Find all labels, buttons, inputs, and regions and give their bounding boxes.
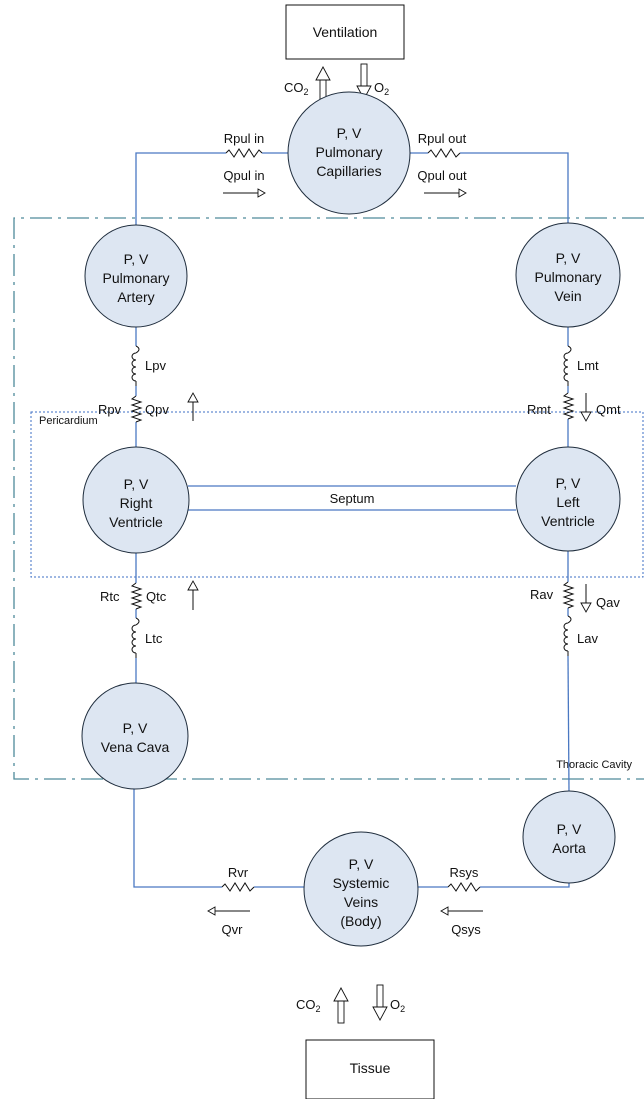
label-qpv: Qpv	[145, 402, 169, 417]
o2-label-bottom: O2	[390, 997, 405, 1014]
arrow-qpv	[187, 392, 199, 421]
thoracic-cavity-boundary	[13, 217, 644, 780]
svg-text:P, V: P, V	[557, 821, 582, 837]
label-qpul-in: Qpul in	[223, 168, 264, 183]
svg-text:Pulmonary: Pulmonary	[535, 269, 602, 285]
label-rvr: Rvr	[228, 865, 249, 880]
node-systemic-veins: P, V Systemic Veins (Body)	[303, 831, 419, 947]
arrow-qtc	[187, 580, 199, 610]
pericardium-boundary	[30, 411, 644, 578]
label-qvr: Qvr	[222, 922, 244, 937]
co2-label-bottom: CO2	[296, 997, 321, 1014]
inductor-lpv	[131, 345, 140, 386]
resistor-rtc	[130, 582, 143, 610]
tissue-label: Tissue	[350, 1060, 391, 1076]
inductor-lmt	[563, 345, 572, 386]
septum-label: Septum	[330, 491, 375, 506]
arrow-co2-bottom	[333, 987, 349, 1024]
resistor-rmt	[562, 392, 575, 420]
label-rav: Rav	[530, 587, 554, 602]
label-lpv: Lpv	[145, 358, 166, 373]
label-rtc: Rtc	[100, 589, 120, 604]
arrow-qpul-in	[223, 188, 266, 198]
arrow-qsys	[440, 906, 483, 916]
svg-text:Aorta: Aorta	[552, 840, 586, 856]
resistor-rvr	[221, 882, 255, 892]
label-qav: Qav	[596, 595, 620, 610]
svg-text:Capillaries: Capillaries	[316, 163, 381, 179]
wire-pa-to-capillaries	[135, 152, 226, 225]
svg-text:Vein: Vein	[554, 288, 581, 304]
svg-text:P, V: P, V	[124, 251, 149, 267]
node-pulmonary-vein: P, V Pulmonary Vein	[515, 222, 621, 328]
svg-text:P, V: P, V	[349, 856, 374, 872]
arrow-qvr	[207, 906, 250, 916]
node-aorta: P, V Aorta	[522, 790, 616, 884]
o2-label-top: O2	[374, 80, 389, 97]
label-ltc: Ltc	[145, 631, 163, 646]
label-rpv: Rpv	[98, 402, 122, 417]
svg-text:Pulmonary: Pulmonary	[103, 270, 170, 286]
label-lav: Lav	[577, 631, 598, 646]
svg-text:Pulmonary: Pulmonary	[316, 144, 383, 160]
wire-lav-to-aorta	[567, 655, 570, 792]
svg-text:Vena Cava: Vena Cava	[101, 739, 170, 755]
pericardium-label: Pericardium	[39, 415, 98, 427]
svg-text:P, V: P, V	[123, 720, 148, 736]
tissue-box	[305, 1039, 435, 1099]
node-vena-cava: P, V Vena Cava	[81, 682, 189, 790]
resistor-rpul-in	[225, 148, 263, 158]
arrow-o2-top	[356, 63, 372, 100]
label-rsys: Rsys	[450, 865, 479, 880]
node-left-ventricle: P, V Left Ventricle	[515, 446, 621, 552]
label-qpul-out: Qpul out	[417, 168, 467, 183]
wire-vc-to-rvr	[133, 789, 222, 888]
label-rmt: Rmt	[527, 402, 551, 417]
node-pulmonary-artery: P, V Pulmonary Artery	[84, 224, 188, 328]
svg-text:Systemic: Systemic	[333, 875, 390, 891]
resistor-rpul-out	[427, 148, 461, 158]
ventilation-label: Ventilation	[313, 24, 378, 40]
svg-text:(Body): (Body)	[340, 913, 381, 929]
resistor-rpv	[130, 395, 143, 423]
arrow-o2-bottom	[372, 984, 388, 1021]
svg-text:P, V: P, V	[556, 475, 581, 491]
label-qmt: Qmt	[596, 402, 621, 417]
node-pulmonary-capillaries: P, V Pulmonary Capillaries	[287, 91, 411, 215]
resistor-rsys	[447, 882, 481, 892]
label-lmt: Lmt	[577, 358, 599, 373]
inductor-lav	[563, 615, 572, 656]
label-qtc: Qtc	[146, 589, 167, 604]
inductor-ltc	[131, 617, 140, 658]
arrow-qav	[580, 584, 592, 613]
wire-aorta-to-rsys	[480, 883, 570, 888]
arrow-qmt	[580, 393, 592, 422]
svg-text:Ventricle: Ventricle	[541, 513, 595, 529]
svg-text:Left: Left	[556, 494, 579, 510]
label-qsys: Qsys	[451, 922, 481, 937]
svg-text:Right: Right	[120, 495, 153, 511]
ventilation-box	[285, 4, 405, 60]
svg-text:Ventricle: Ventricle	[109, 514, 163, 530]
resistor-rav	[562, 581, 575, 609]
svg-text:P, V: P, V	[124, 476, 149, 492]
wire-capillaries-to-pv	[460, 152, 569, 223]
svg-text:P, V: P, V	[337, 125, 362, 141]
arrow-qpul-out	[424, 188, 467, 198]
thoracic-cavity-label: Thoracic Cavity	[556, 759, 632, 771]
label-rpul-out: Rpul out	[418, 131, 467, 146]
node-right-ventricle: P, V Right Ventricle	[82, 446, 190, 554]
svg-text:Veins: Veins	[344, 894, 378, 910]
svg-text:P, V: P, V	[556, 250, 581, 266]
co2-label-top: CO2	[284, 80, 309, 97]
svg-text:Artery: Artery	[117, 289, 154, 305]
label-rpul-in: Rpul in	[224, 131, 264, 146]
